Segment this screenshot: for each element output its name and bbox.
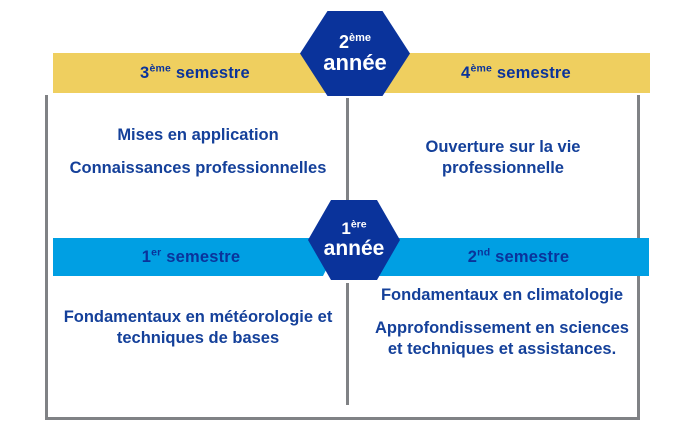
content-semester-1: Fondamentaux en météorologie et techniqu… bbox=[62, 307, 334, 349]
semester-bar-1: 1er semestre bbox=[53, 238, 342, 276]
frame-left-rule bbox=[45, 95, 48, 420]
year-first-label: année bbox=[323, 237, 385, 261]
center-divider-lower-rule bbox=[346, 283, 349, 405]
content-line: Fondamentaux en météorologie et techniqu… bbox=[63, 308, 333, 348]
content-semester-3: Mises en application Connaissances profe… bbox=[62, 125, 334, 179]
semester-1-label: 1er semestre bbox=[141, 246, 241, 266]
year-second-ordinal: 2ème bbox=[338, 31, 372, 52]
year-badge-first: 1ère année bbox=[308, 200, 400, 280]
content-line: Mises en application bbox=[117, 126, 279, 144]
content-line: Approfondissement en sciences et techniq… bbox=[375, 319, 629, 359]
semester-bar-3: 3ème semestre bbox=[53, 53, 351, 93]
semester-bar-4: 4ème semestre bbox=[368, 53, 650, 93]
year-second-label: année bbox=[323, 49, 387, 75]
content-line: Fondamentaux en climatologie bbox=[380, 286, 624, 304]
center-divider-upper-rule bbox=[346, 98, 349, 218]
content-semester-4: Ouverture sur la vie professionnelle bbox=[372, 137, 634, 179]
semester-4-label: 4ème semestre bbox=[461, 62, 571, 82]
year-badge-second: 2ème année bbox=[300, 11, 410, 96]
semester-3-label: 3ème semestre bbox=[140, 62, 250, 82]
content-line: Ouverture sur la vie professionnelle bbox=[425, 138, 581, 178]
year-first-ordinal: 1ère bbox=[341, 218, 367, 239]
content-semester-2: Fondamentaux en climatologie Approfondis… bbox=[368, 285, 636, 360]
frame-bottom-rule bbox=[45, 417, 640, 420]
semester-bar-2: 2nd semestre bbox=[375, 238, 649, 276]
content-line: Connaissances professionnelles bbox=[69, 159, 327, 178]
semester-2-label: 2nd semestre bbox=[467, 246, 570, 266]
